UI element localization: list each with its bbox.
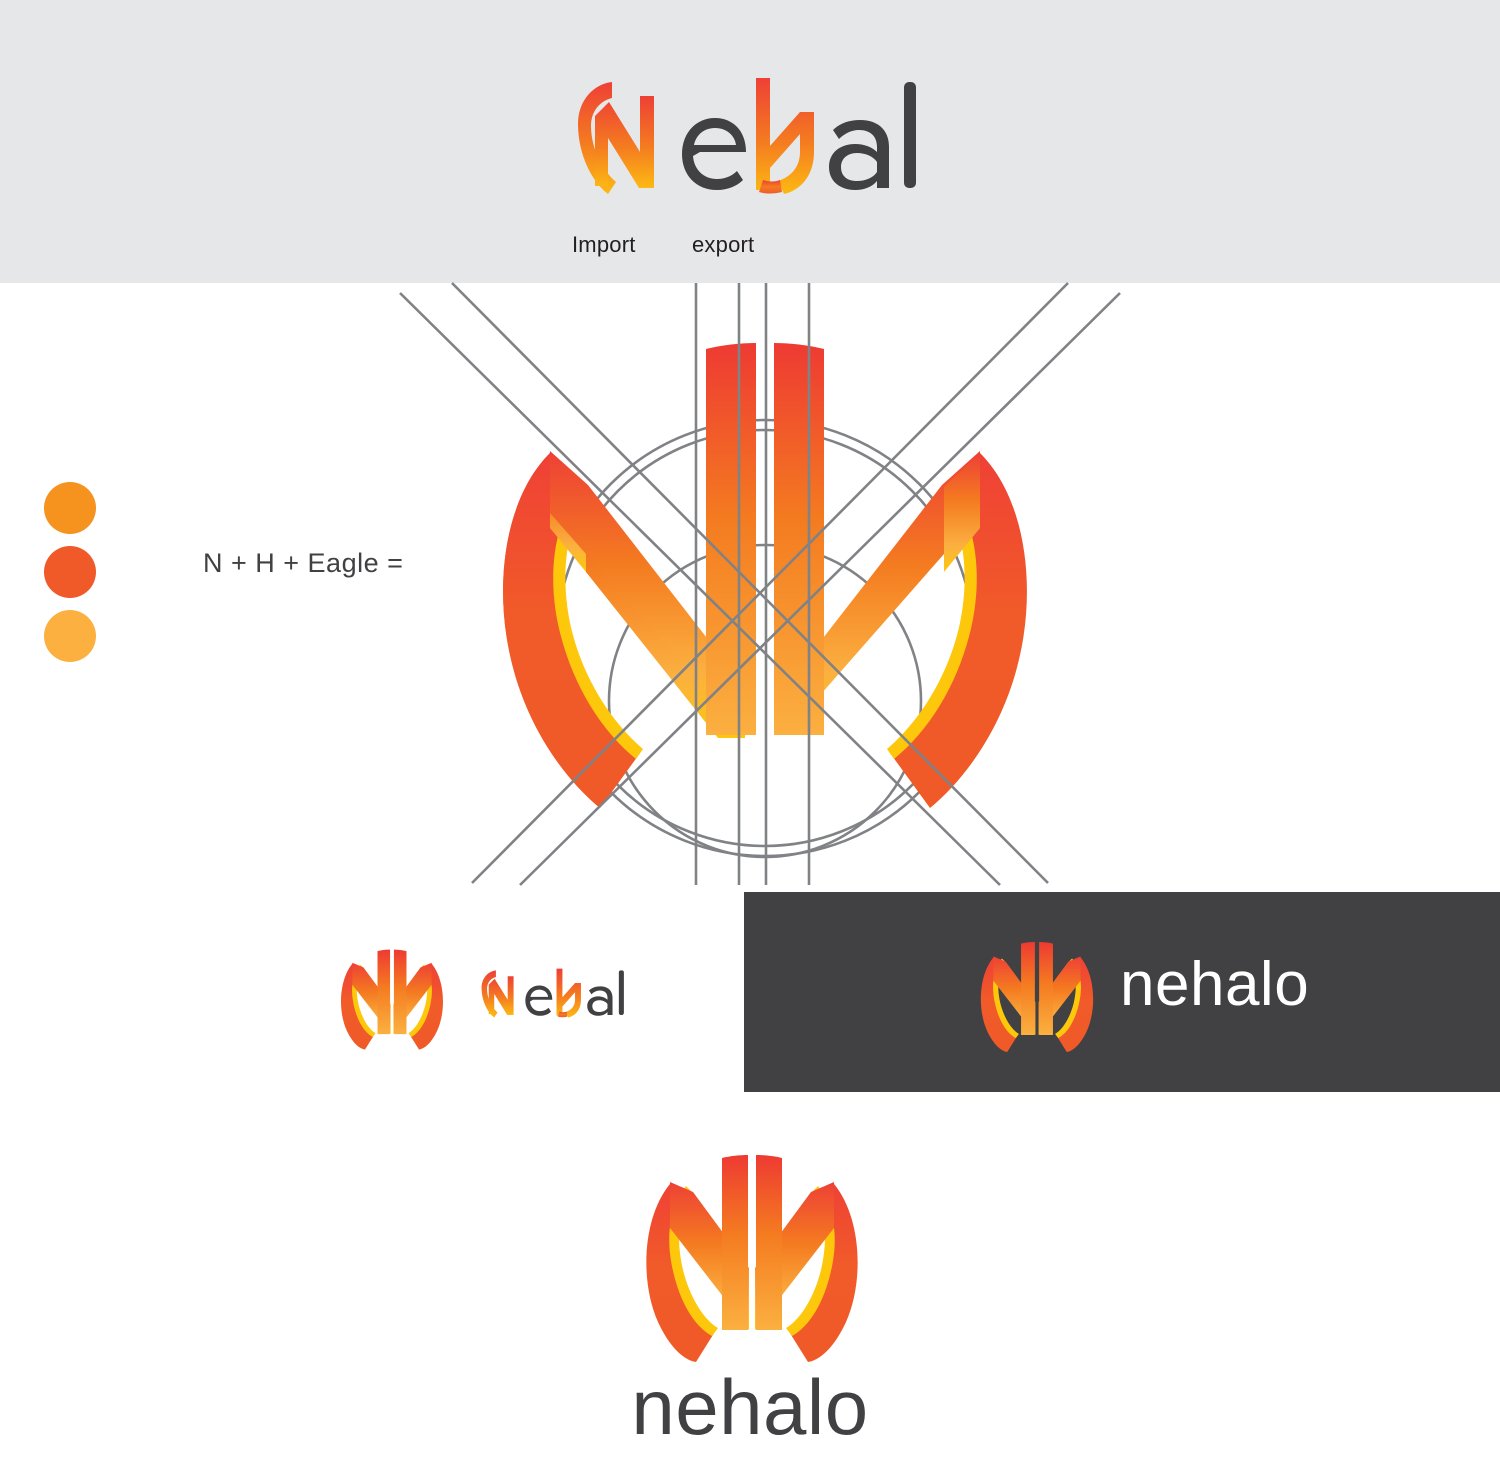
guide-diagonal-2 [399,292,1001,886]
dark-lockup-panel: nehalo [744,892,1500,1092]
letter-n-swoosh [578,82,654,194]
light-lockup-wordmark [474,960,634,1032]
nav-item-export[interactable]: export [692,232,755,257]
wordmark-letter-n [481,970,514,1018]
dark-lockup-wordmark: nehalo [1120,950,1310,1019]
nav-item-import[interactable]: Import [572,232,636,257]
construction-guides-front [399,282,1121,886]
concept-equation-label: N + H + Eagle = [203,548,404,578]
color-swatch-orange[interactable] [44,482,96,534]
nehalo-icon-light [336,940,448,1052]
eagle-monogram-construction [503,343,1027,808]
wordmark-letter-e [525,985,553,1016]
nehalo-stylized-wordmark-icon [578,78,916,194]
brand-color-swatches [44,482,100,662]
letter-l [904,82,916,188]
wordmark-letter-l [618,970,624,1015]
guide-diagonal-1 [451,282,1049,884]
header-logo[interactable] [560,68,940,218]
wordmark-letter-h [556,968,581,1018]
header-bar: Import export [0,0,1500,283]
vertical-lockup: nehalo [610,1140,890,1450]
light-lockup [336,934,656,1064]
guide-diagonal-4 [519,292,1121,886]
wordmark-letter-a [587,986,613,1016]
color-swatch-red-orange[interactable] [44,546,96,598]
guide-diagonal-3 [471,282,1069,884]
vertical-lockup-wordmark: nehalo [631,1363,869,1451]
nehalo-icon-large [636,1140,868,1362]
color-swatch-amber[interactable] [44,610,96,662]
letter-a [829,120,889,190]
logo-construction-diagram [399,282,1121,903]
letter-e [682,118,746,190]
letter-h-swoosh [756,78,814,194]
nehalo-icon-dark [972,934,1102,1052]
header-nav: Import export [560,232,960,266]
